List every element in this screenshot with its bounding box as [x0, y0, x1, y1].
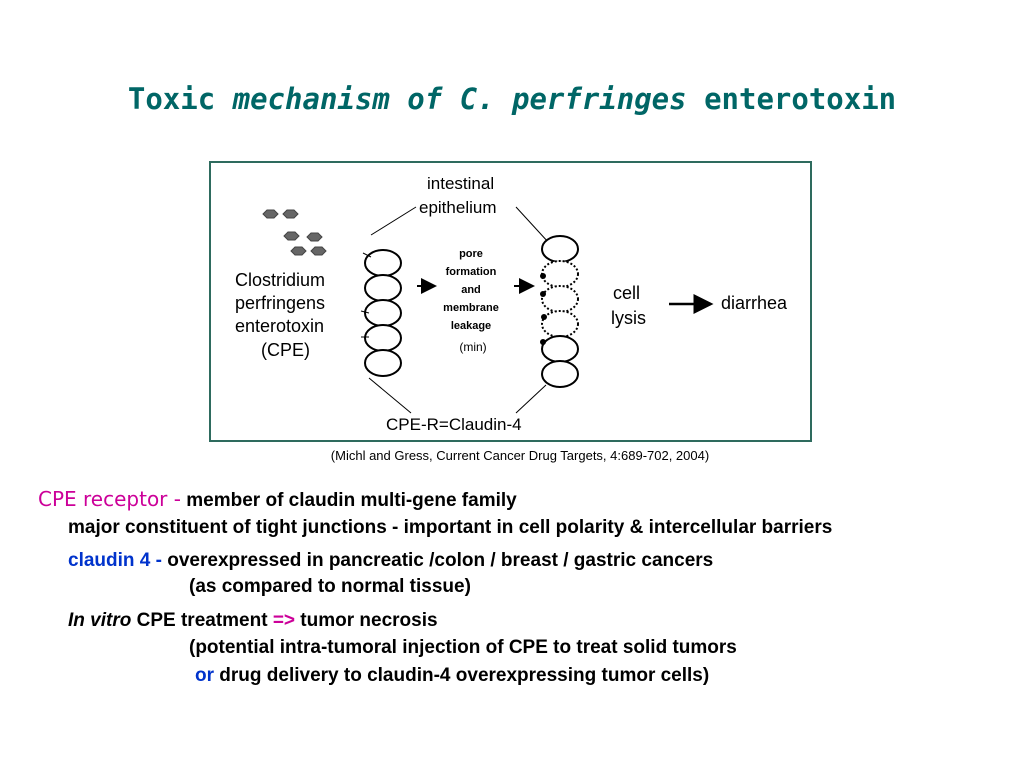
slide-title: Toxic mechanism of C. perfringes enterot…	[0, 82, 1024, 116]
bullet-in-vitro: In vitro CPE treatment => tumor necrosis	[68, 610, 438, 632]
label-perfringens: perfringens	[235, 293, 325, 313]
title-part-3: enterotoxin	[704, 82, 897, 116]
label-clostridium: Clostridium	[235, 270, 325, 290]
drug-delivery-line: or drug delivery to claudin-4 overexpres…	[195, 665, 709, 687]
toxin-hexagon	[310, 246, 327, 256]
label-cell: cell	[613, 283, 640, 303]
cpe-receptor-heading: CPE receptor -	[38, 487, 181, 511]
label-receptor: CPE-R=Claudin-4	[386, 415, 522, 434]
bullet-cpe-receptor: CPE receptor - member of claudin multi-g…	[38, 487, 517, 512]
or-word: or	[195, 665, 214, 686]
pore-line-3: and	[461, 284, 481, 296]
title-part-2: mechanism of C. perfringes	[232, 82, 687, 116]
label-lysis: lysis	[611, 308, 646, 328]
cpe-treatment-text: CPE treatment	[131, 610, 273, 631]
in-vitro-label: In vitro	[68, 610, 132, 631]
normal-tissue-line: (as compared to normal tissue)	[189, 576, 471, 597]
leaking-cell-column	[541, 235, 579, 388]
toxin-molecules	[262, 209, 327, 256]
label-intestinal: intestinal	[427, 174, 494, 193]
pore-line-5: leakage	[451, 320, 491, 332]
tumor-necrosis-text: tumor necrosis	[295, 610, 438, 631]
mechanism-figure: Clostridium perfringens enterotoxin (CPE…	[209, 161, 812, 442]
claudin-4-heading: claudin 4 -	[68, 550, 162, 571]
toxin-hexagon	[282, 209, 299, 219]
pore-line-2: formation	[446, 266, 497, 278]
drug-delivery-text: drug delivery to claudin-4 overexpressin…	[214, 665, 710, 686]
label-enterotoxin: enterotoxin	[235, 316, 324, 336]
bullet-claudin-4: claudin 4 - overexpressed in pancreatic …	[68, 550, 713, 572]
arrow-symbol: =>	[272, 610, 296, 631]
toxin-hexagon	[306, 232, 323, 242]
label-epithelium: epithelium	[419, 198, 497, 217]
cpe-receptor-text: member of claudin multi-gene family	[180, 490, 517, 511]
intact-cell-column	[364, 249, 402, 377]
tight-junctions-line: major constituent of tight junctions - i…	[68, 517, 833, 538]
pore-line-1: pore	[459, 248, 483, 260]
label-cpe: (CPE)	[261, 340, 310, 360]
citation: (Michl and Gress, Current Cancer Drug Ta…	[330, 448, 710, 463]
injection-line: (potential intra-tumoral injection of CP…	[189, 637, 737, 658]
label-diarrhea: diarrhea	[721, 293, 788, 313]
claudin-4-text: overexpressed in pancreatic /colon / bre…	[161, 550, 714, 571]
toxin-hexagon	[283, 231, 300, 241]
toxin-hexagon	[290, 246, 307, 256]
pore-line-6: (min)	[459, 340, 486, 354]
pore-line-4: membrane	[443, 302, 499, 314]
title-part-1: Toxic	[127, 82, 216, 116]
mechanism-diagram: Clostridium perfringens enterotoxin (CPE…	[235, 174, 788, 434]
toxin-hexagon	[262, 209, 279, 219]
